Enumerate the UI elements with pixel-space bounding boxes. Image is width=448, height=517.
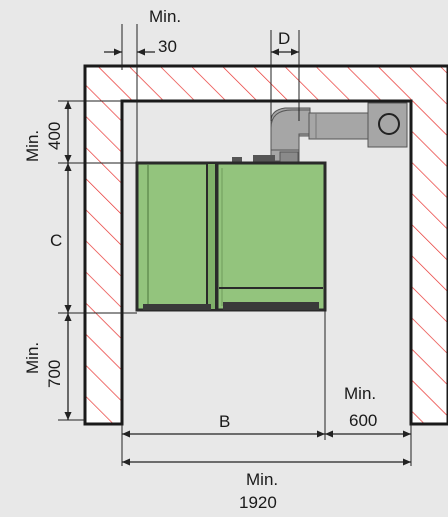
appliance-unit: [135, 155, 327, 312]
label-min-700-title: Min.: [23, 342, 42, 374]
label-min-700-value: 700: [45, 360, 64, 388]
flue-pipe: [270, 102, 408, 163]
label-min-30-value: 30: [158, 37, 177, 56]
label-min-1920-title: Min.: [246, 470, 278, 489]
label-min-600-value: 600: [349, 411, 377, 430]
label-b: B: [219, 412, 230, 431]
label-d: D: [278, 29, 290, 48]
label-min-400-title: Min.: [23, 130, 42, 162]
label-min-1920-value: 1920: [239, 493, 277, 512]
hatched-wall: [83, 64, 448, 426]
label-min-600-title: Min.: [344, 384, 376, 403]
label-min-400-value: 400: [45, 122, 64, 150]
label-c: C: [50, 231, 62, 250]
label-min-30-title: Min.: [149, 7, 181, 26]
